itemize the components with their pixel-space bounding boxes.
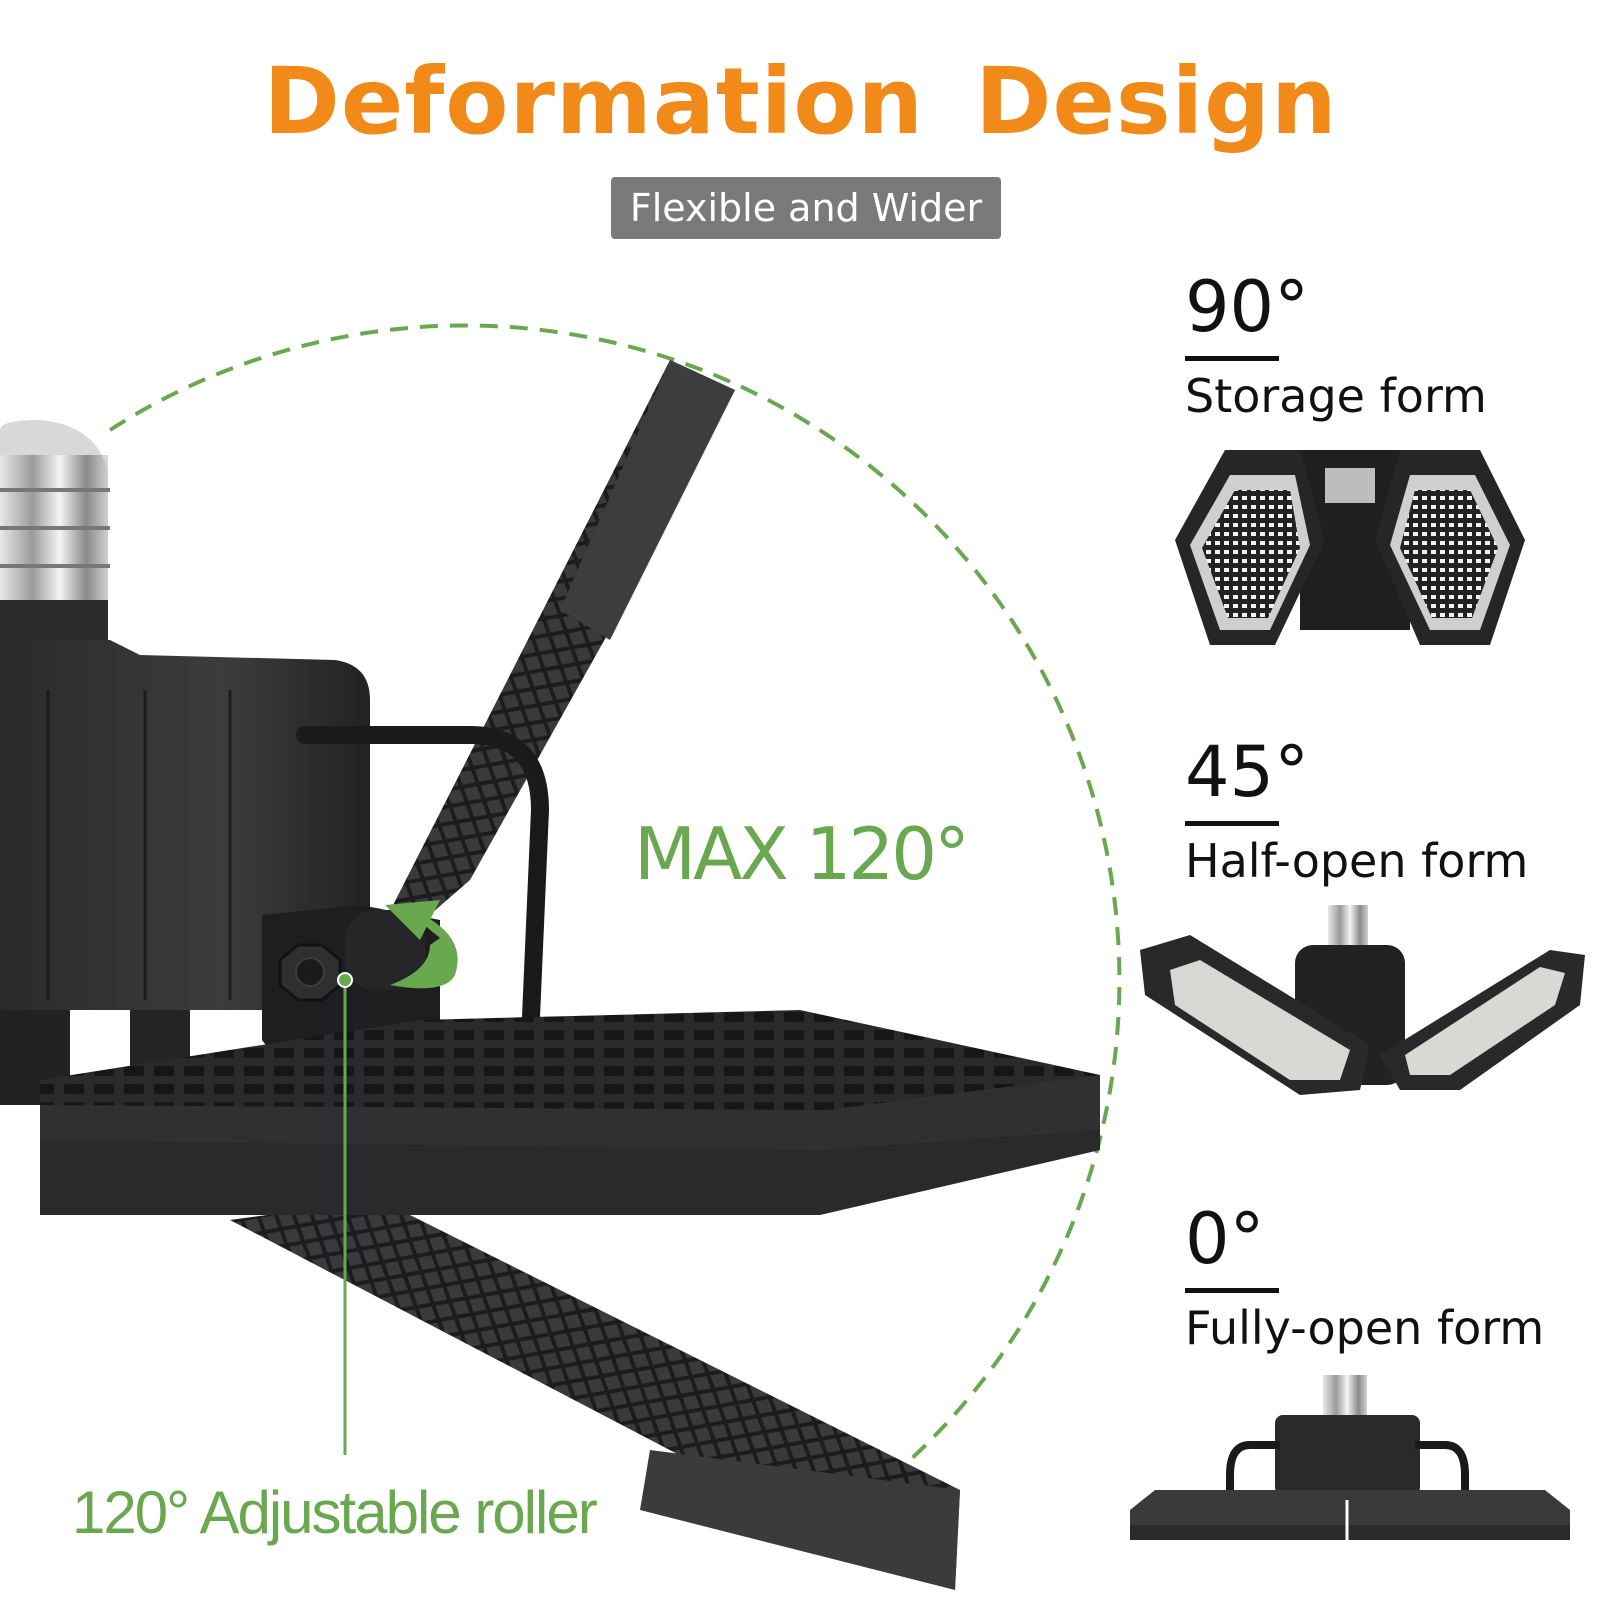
rotation-arc (108, 323, 1122, 1532)
subtitle-badge: Flexible and Wider (611, 177, 1001, 239)
form-half-open: 45° Half-open form (1185, 737, 1528, 887)
form-angle: 90° (1185, 266, 1310, 348)
form-fully-open: 0° Fully-open form (1185, 1204, 1544, 1354)
divider (1185, 1288, 1279, 1293)
page-title: Deformation Design (263, 48, 1338, 155)
form-name: Storage form (1185, 369, 1487, 423)
form-storage: 90° Storage form (1185, 272, 1487, 422)
form-angle: 0° (1185, 1198, 1265, 1280)
half-open-form-thumbnail (1140, 905, 1585, 1095)
form-angle: 45° (1185, 731, 1310, 813)
form-name: Fully-open form (1185, 1301, 1545, 1355)
fully-open-form-thumbnail (1130, 1375, 1570, 1540)
divider (1185, 356, 1279, 361)
roller-callout-label: 120° Adjustable roller (72, 1479, 598, 1546)
rotation-arrow-icon (390, 905, 458, 989)
storage-form-thumbnail (1175, 450, 1525, 645)
form-name: Half-open form (1185, 834, 1529, 888)
max-angle-label: MAX 120° (634, 812, 970, 896)
divider (1185, 821, 1279, 826)
